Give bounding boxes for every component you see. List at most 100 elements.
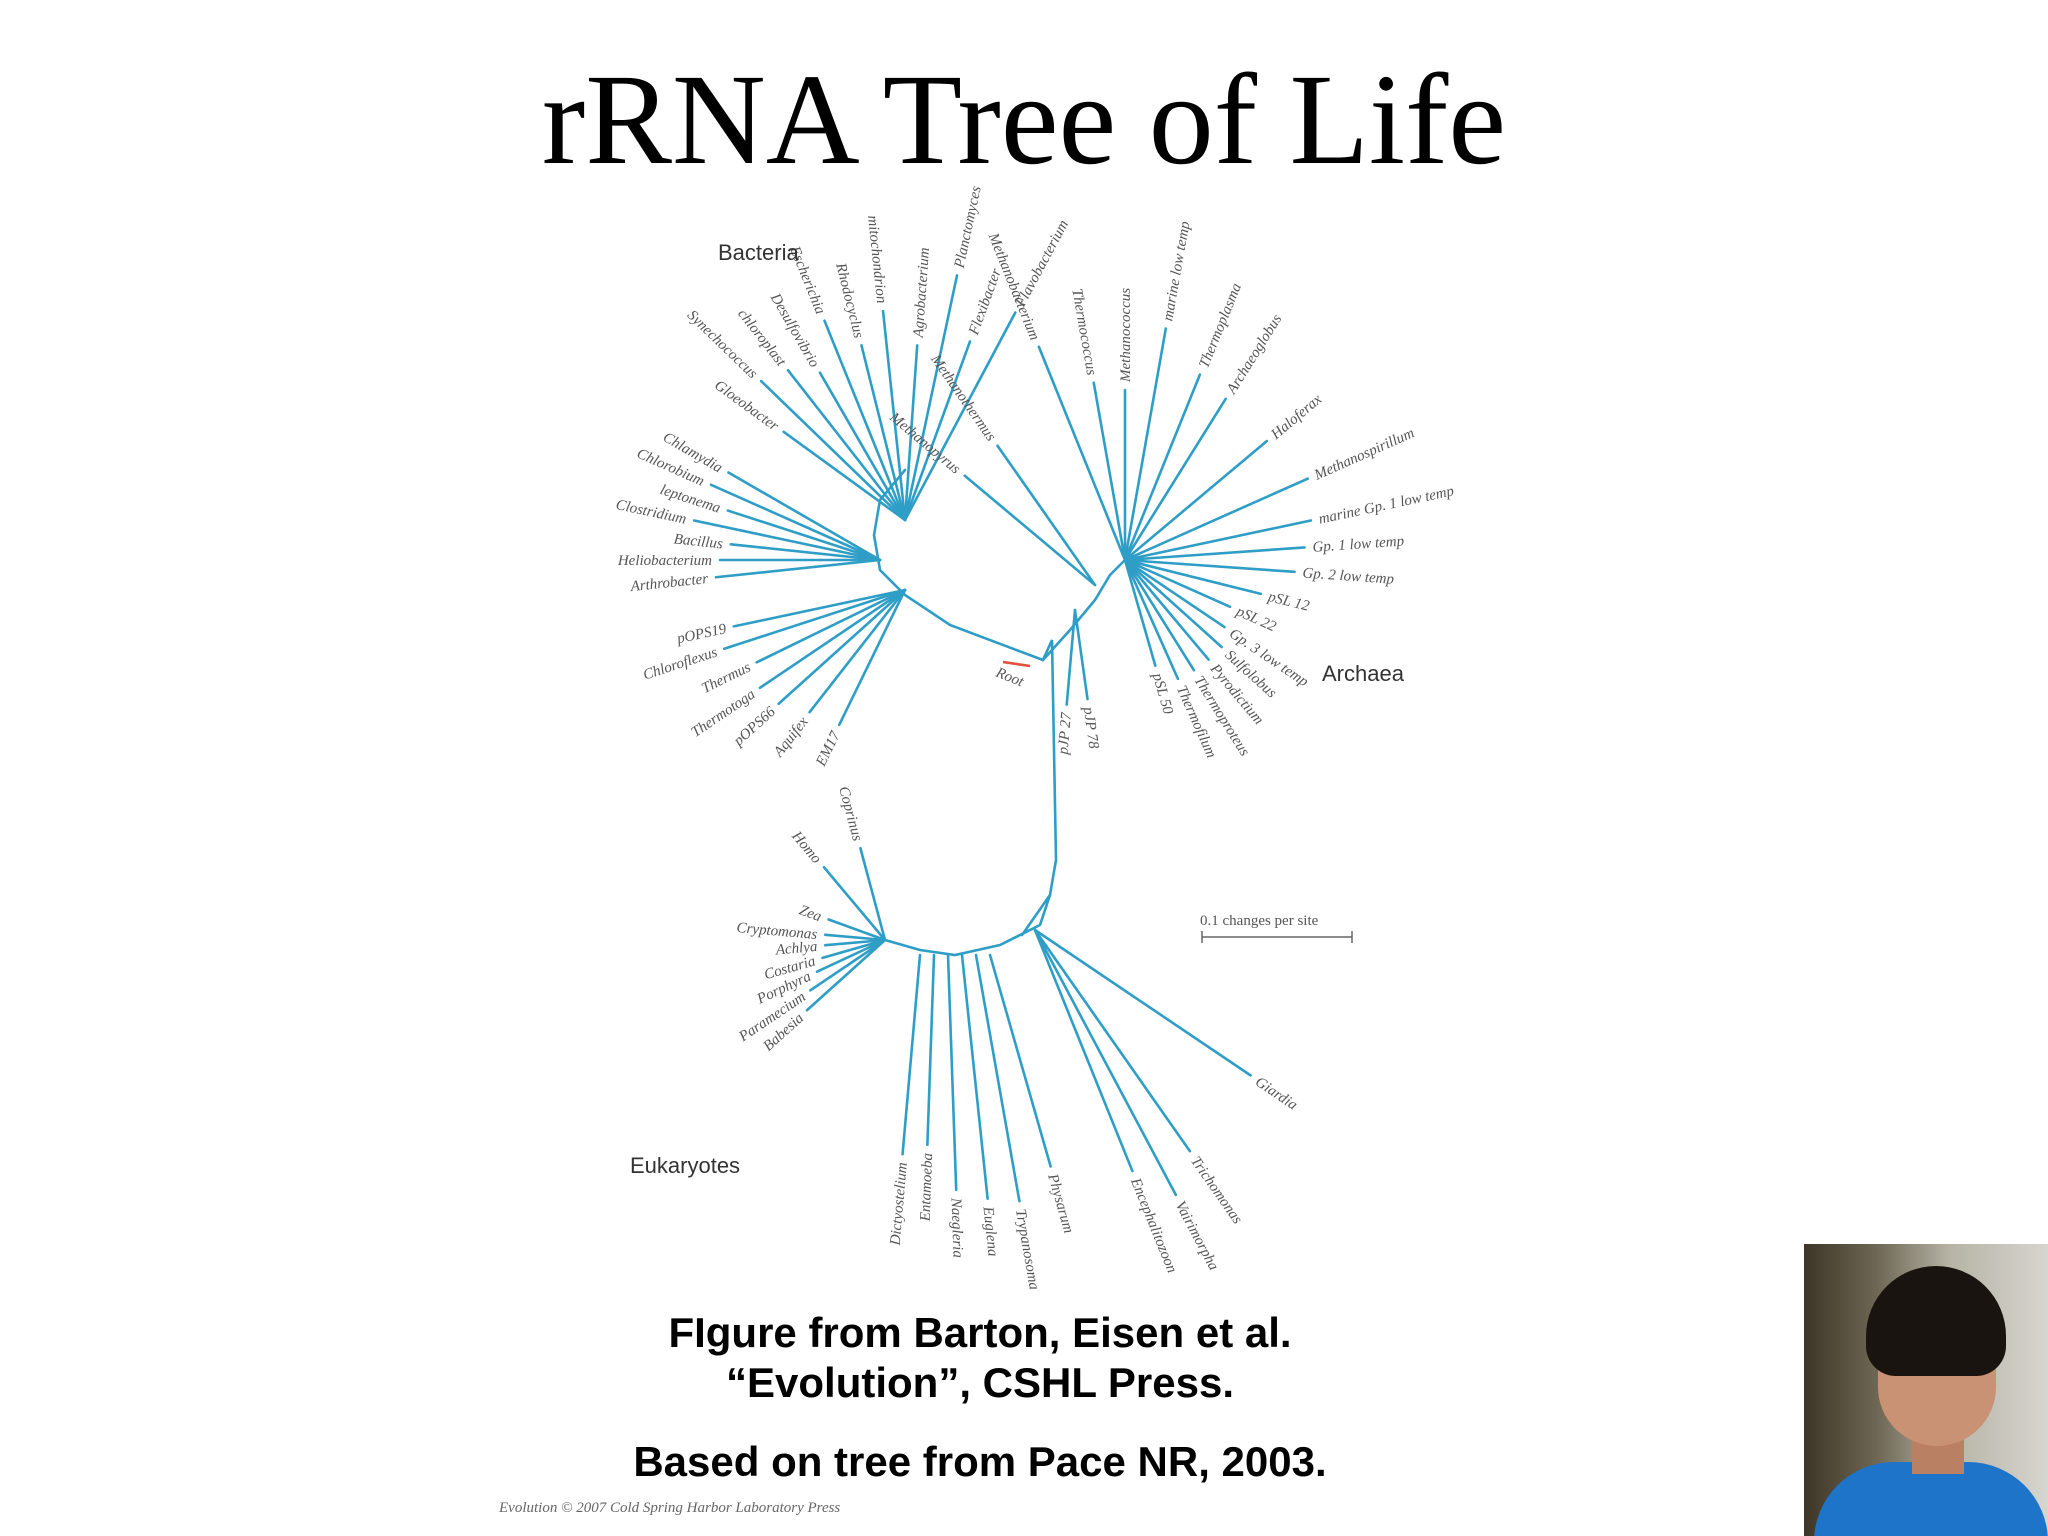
archaea-branch-15 [1123, 558, 1210, 661]
bacteria-branch-5 [860, 344, 907, 522]
eukaryote-branch-15 [1033, 928, 1134, 1173]
eukaryote-branch-8 [805, 938, 887, 1012]
bacteria-leaf-label: Bacillus [673, 531, 724, 552]
bacteria-arc [872, 468, 1045, 662]
archaea-branch-4 [1123, 373, 1202, 562]
archaea-branch-19 [1073, 608, 1089, 701]
eukaryote-leaf-label: Trypanosoma [1012, 1208, 1042, 1291]
archaea-branch-7 [1123, 477, 1310, 562]
tree-leaf-labels: FlavobacteriumFlexibacterPlanctomycesAgr… [614, 185, 1456, 1292]
bacteria-branch-7 [818, 371, 907, 522]
archaea-leaf-label: marine low temp [1160, 220, 1193, 323]
bacteria-branch-19 [722, 588, 907, 651]
bacteria-branch-10 [782, 430, 907, 522]
eukaryote-leaf-label: Zea [797, 902, 824, 925]
archaea-branch-13 [1123, 558, 1226, 629]
bacteria-leaf-label: Arthrobacter [629, 571, 709, 595]
eukaryote-leaf-label: Giardia [1252, 1074, 1300, 1114]
archaea-branch-20 [1065, 608, 1077, 706]
scale-bar-label: 0.1 changes per site [1200, 913, 1319, 929]
domain-label-bacteria: Bacteria [718, 240, 799, 265]
archaea-branch-22 [963, 474, 1097, 587]
archaea-leaf-label: pJP 27 [1055, 711, 1075, 757]
eukaryote-branch-13 [974, 953, 1021, 1203]
archaea-branch-3 [1123, 327, 1168, 562]
archaea-branch-16 [1123, 558, 1196, 672]
caption-line-3: Based on tree from Pace NR, 2003. [633, 1438, 1327, 1485]
bacteria-branch-24 [837, 588, 907, 727]
bacteria-branch-1 [903, 340, 972, 522]
archaea-leaf-label: marine Gp. 1 low temp [1317, 483, 1456, 527]
eukaryote-leaf-label: Encephalitozoon [1127, 1175, 1180, 1275]
bacteria-leaf-label: Flexibacter [966, 266, 1005, 338]
presenter-webcam [1804, 1244, 2048, 1536]
eukaryote-branch-5 [821, 938, 887, 960]
bacteria-branch-12 [709, 483, 882, 562]
eukaryote-branch-17 [1033, 928, 1192, 1153]
bacteria-leaf-label: Planctomyces [952, 185, 985, 271]
bacteria-leaf-label: Rhodocyclus [832, 261, 866, 340]
backbone-branch [1020, 639, 1058, 937]
archaea-branch-8 [1123, 519, 1313, 562]
bacteria-leaf-label: EM17 [813, 728, 845, 770]
bacteria-branch-6 [823, 319, 907, 522]
archaea-leaf-label: Thermoplasma [1196, 281, 1245, 370]
archaea-leaf-label: Archaeoglobus [1223, 312, 1285, 398]
archaea-leaf-label: pJP 78 [1080, 705, 1102, 750]
archaea-branch-1 [1092, 381, 1127, 562]
bacteria-branch-3 [903, 344, 919, 522]
archaea-branch-10 [1123, 558, 1296, 574]
eukaryote-branch-2 [827, 918, 887, 942]
domain-label-archaea: Archaea [1322, 661, 1405, 686]
eukaryote-branch-7 [809, 938, 887, 992]
eukaryote-branch-6 [815, 938, 887, 973]
eukaryote-leaf-label: Dictyostelium [888, 1161, 911, 1247]
eukaryote-branch-16 [1033, 928, 1178, 1197]
caption-line-2: “Evolution”, CSHL Press. [726, 1359, 1234, 1406]
bacteria-leaf-label: pOPS19 [675, 621, 729, 647]
archaea-leaf-label: Haloferax [1268, 391, 1326, 443]
bacteria-branch-23 [808, 588, 907, 714]
archaea-leaf-label: Gp. 1 low temp [1312, 533, 1405, 555]
archaea-branch-6 [1123, 439, 1269, 562]
bacteria-branch-13 [726, 509, 882, 562]
eukaryote-branch-11 [946, 953, 958, 1192]
archaea-leaf-label: Thermococcus [1068, 287, 1099, 376]
bacteria-branch-0 [903, 311, 1017, 522]
archaea-branch-0 [1037, 345, 1127, 562]
bacteria-branch-11 [727, 471, 882, 562]
archaea-leaf-label: pSL 50 [1149, 671, 1176, 717]
eukaryote-leaf-label: Naegleria [947, 1197, 965, 1259]
eukaryote-branch-0 [859, 846, 887, 942]
archaea-leaf-label: pSL 12 [1265, 589, 1311, 615]
archaea-leaf-label: Methanococcus [1118, 288, 1134, 383]
bacteria-branch-9 [759, 379, 907, 522]
bacteria-leaf-label: Aquifex [770, 714, 812, 761]
eukaryote-leaf-label: Euglena [979, 1205, 1000, 1257]
archaea-leaf-label: Methanospirillum [1311, 425, 1417, 484]
bacteria-leaf-label: Heliobacterium [617, 553, 712, 569]
bacteria-branch-4 [881, 309, 907, 522]
root-label: Root [993, 664, 1027, 690]
bacteria-branch-2 [903, 274, 959, 522]
archaea-branch-11 [1123, 558, 1263, 596]
root-marker [1002, 660, 1031, 668]
eukaryote-leaf-label: Achlya [774, 939, 818, 959]
eukaryote-branch-9 [901, 953, 922, 1156]
eukaryote-branch-4 [823, 938, 887, 947]
eukaryote-leaf-label: Physarum [1044, 1171, 1076, 1235]
archaea-branch-21 [996, 444, 1097, 587]
tree-branches [692, 274, 1313, 1203]
eukaryote-leaf-label: Homo [788, 828, 825, 868]
bacteria-branch-21 [758, 588, 907, 690]
copyright-credit: Evolution © 2007 Cold Spring Harbor Labo… [498, 1500, 840, 1516]
eukaryote-arc [883, 893, 1052, 957]
archaea-branch-12 [1123, 558, 1232, 609]
domain-label-eukaryotes: Eukaryotes [630, 1153, 740, 1178]
archaea-branch-14 [1123, 558, 1223, 649]
archaea-branch-5 [1123, 397, 1227, 562]
bacteria-branch-20 [755, 588, 907, 664]
bacteria-leaf-label: mitochondrion [864, 215, 889, 305]
bacteria-branch-17 [714, 558, 882, 579]
